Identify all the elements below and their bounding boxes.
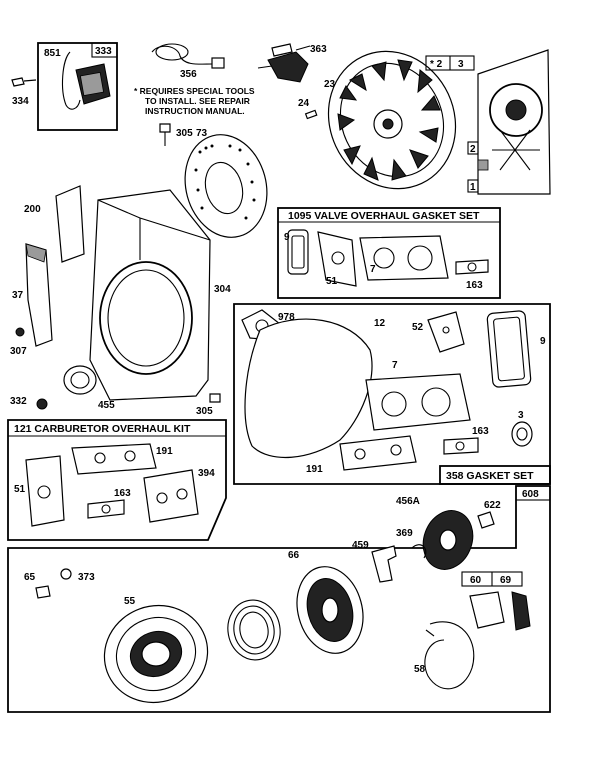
part-label-191-gasket: 191 [306,464,323,475]
key-24: 24 [298,98,318,120]
part-label-7-valve: 7 [370,264,376,275]
armature-363: 363 [257,43,327,83]
part-label-163-valve: 163 [466,280,483,291]
part-label-459: 459 [352,540,369,551]
key-3: 3 [458,59,464,70]
rectifier-group: 851 333 334 [11,42,118,131]
part-label-69: 69 [500,575,512,586]
part-label-73: 73 [196,128,208,139]
part-label-23: 23 [324,79,336,90]
part-label-66: 66 [288,550,300,561]
part-label-9-gasket: 9 [540,336,546,347]
rectifier-box [37,42,118,131]
key-2: 2 [470,144,476,155]
part-label-52: 52 [412,322,424,333]
part-label-851: 851 [44,48,61,59]
part-333-tag [91,42,118,58]
part-label-608: 608 [522,489,539,500]
rewind-starter-section: 608 456A 622 369 459 65 373 55 [7,485,551,713]
bracket-200: 200 [24,185,85,263]
part-label-3: 3 [518,410,524,421]
svg-text:INSTRUCTION MANUAL.: INSTRUCTION MANUAL. [145,106,245,116]
rotating-screen-73: 73 [184,128,268,238]
engine-block-inset: * 2 3 2 1 [425,49,551,195]
gasket-set-358: 358 GASKET SET 978 12 52 9 7 3 163 191 [233,303,551,485]
part-label-307: 307 [10,346,27,357]
part-label-333: 333 [95,46,112,57]
svg-text:* REQUIRES SPECIAL TOOLS: * REQUIRES SPECIAL TOOLS [134,86,255,96]
part-label-163-carb: 163 [114,488,131,499]
valve-gasket-set-title: 1095 VALVE OVERHAUL GASKET SET [288,210,480,222]
part-label-163-gasket: 163 [472,426,489,437]
baffle-37: 37 307 [10,243,53,357]
part-label-455: 455 [98,400,115,411]
key-star-2: * 2 [430,59,443,70]
part-label-456a: 456A [396,496,420,507]
part-label-305-top: 305 [176,128,193,139]
part-label-332: 332 [10,396,27,407]
part-label-373: 373 [78,572,95,583]
blower-housing-304: 304 [89,189,231,401]
gasket-set-title: 358 GASKET SET [446,470,534,482]
screw-305-top: 305 [159,123,193,146]
part-label-369: 369 [396,528,413,539]
carburetor-kit: 121 CARBURETOR OVERHAUL KIT 51 191 394 1… [7,419,227,541]
part-label-24: 24 [298,98,310,109]
part-label-12: 12 [374,318,386,329]
rectifier-fins [79,71,105,97]
ground-wire-356: 356 [151,43,225,80]
part-label-65: 65 [24,572,36,583]
special-tools-note: * REQUIRES SPECIAL TOOLS TO INSTALL. SEE… [134,86,255,116]
part-label-58: 58 [414,664,426,675]
key-1: 1 [470,182,476,193]
part-label-191-carb: 191 [156,446,173,457]
part-label-37: 37 [12,290,24,301]
part-label-51-valve: 51 [326,276,338,287]
carburetor-kit-title: 121 CARBURETOR OVERHAUL KIT [14,423,191,435]
part-label-200: 200 [24,204,41,215]
part-label-51-carb: 51 [14,484,26,495]
part-label-305-mid: 305 [196,406,213,417]
part-label-978: 978 [278,312,295,323]
part-label-9-valve: 9 [284,232,290,243]
part-label-363: 363 [310,44,327,55]
part-label-394: 394 [198,468,215,479]
part-label-7-gasket: 7 [392,360,398,371]
screw-334 [11,77,37,87]
small-parts-mid: 455 332 305 [10,365,221,417]
part-label-356: 356 [180,69,197,80]
part-label-334: 334 [12,96,29,107]
part-label-304: 304 [214,284,231,295]
flywheel-23: 23 [324,50,457,190]
part-label-55: 55 [124,596,136,607]
valve-gasket-set: 1095 VALVE OVERHAUL GASKET SET 9 51 7 16… [277,207,501,299]
part-label-60: 60 [470,575,482,586]
rectifier-wire [61,51,81,110]
part-label-622: 622 [484,500,501,511]
svg-text:TO INSTALL. SEE REPAIR: TO INSTALL. SEE REPAIR [145,96,250,106]
